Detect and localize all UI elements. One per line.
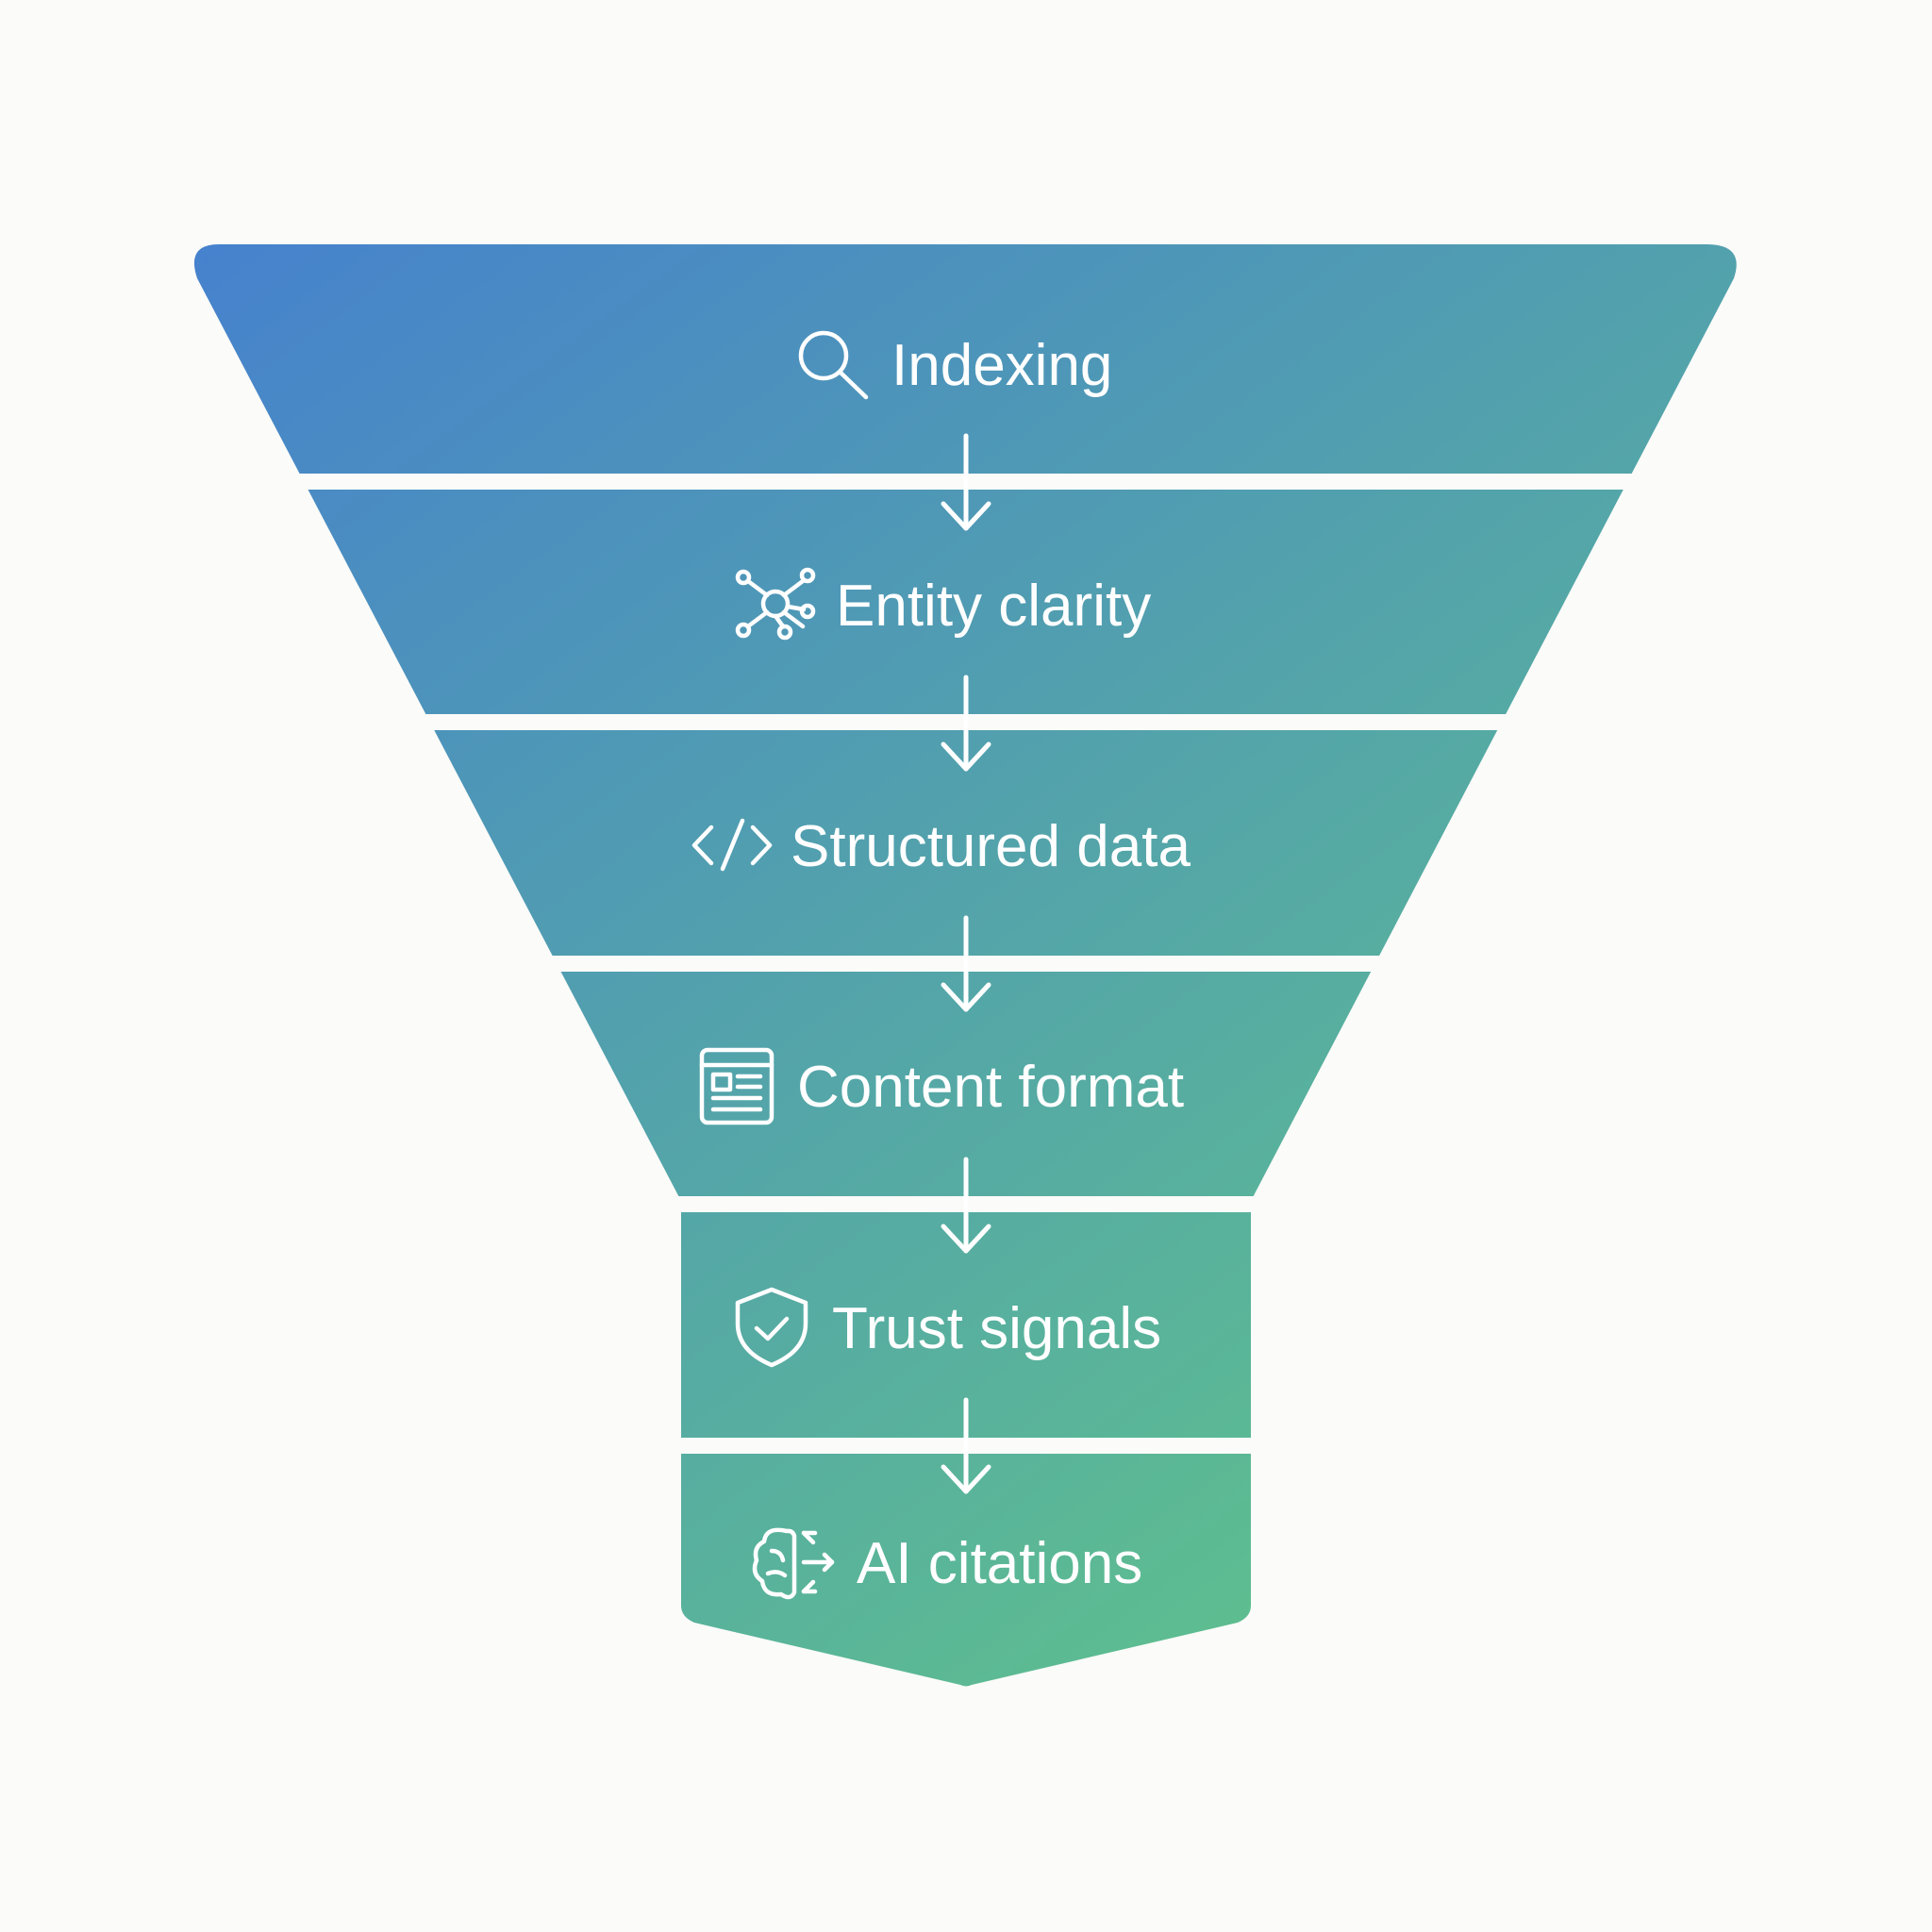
brain-output-icon (752, 1527, 835, 1600)
stage-indexing: Indexing (798, 330, 1112, 400)
stage-content-format: Content format (699, 1047, 1184, 1125)
stage-trust-signals: Trust signals (735, 1287, 1161, 1368)
stage-label: Indexing (891, 333, 1112, 398)
stage-label: Trust signals (832, 1296, 1161, 1361)
stage-label: Structured data (791, 814, 1191, 879)
stage-label: Entity clarity (836, 574, 1151, 639)
stage-entity-clarity: Entity clarity (735, 567, 1151, 641)
stage-ai-citations: AI citations (752, 1527, 1142, 1600)
shield-check-icon (735, 1287, 808, 1368)
network-nodes-icon (735, 567, 816, 641)
stage-structured-data: Structured data (691, 814, 1191, 879)
down-arrow-icon (941, 433, 991, 531)
stage-label: AI citations (857, 1531, 1142, 1596)
search-icon (798, 330, 869, 400)
down-arrow-icon (941, 1397, 991, 1494)
down-arrow-icon (941, 675, 991, 772)
document-layout-icon (699, 1047, 774, 1125)
code-brackets-icon (691, 818, 773, 872)
down-arrow-icon (941, 1157, 991, 1254)
stage-label: Content format (797, 1055, 1184, 1120)
down-arrow-icon (941, 915, 991, 1012)
